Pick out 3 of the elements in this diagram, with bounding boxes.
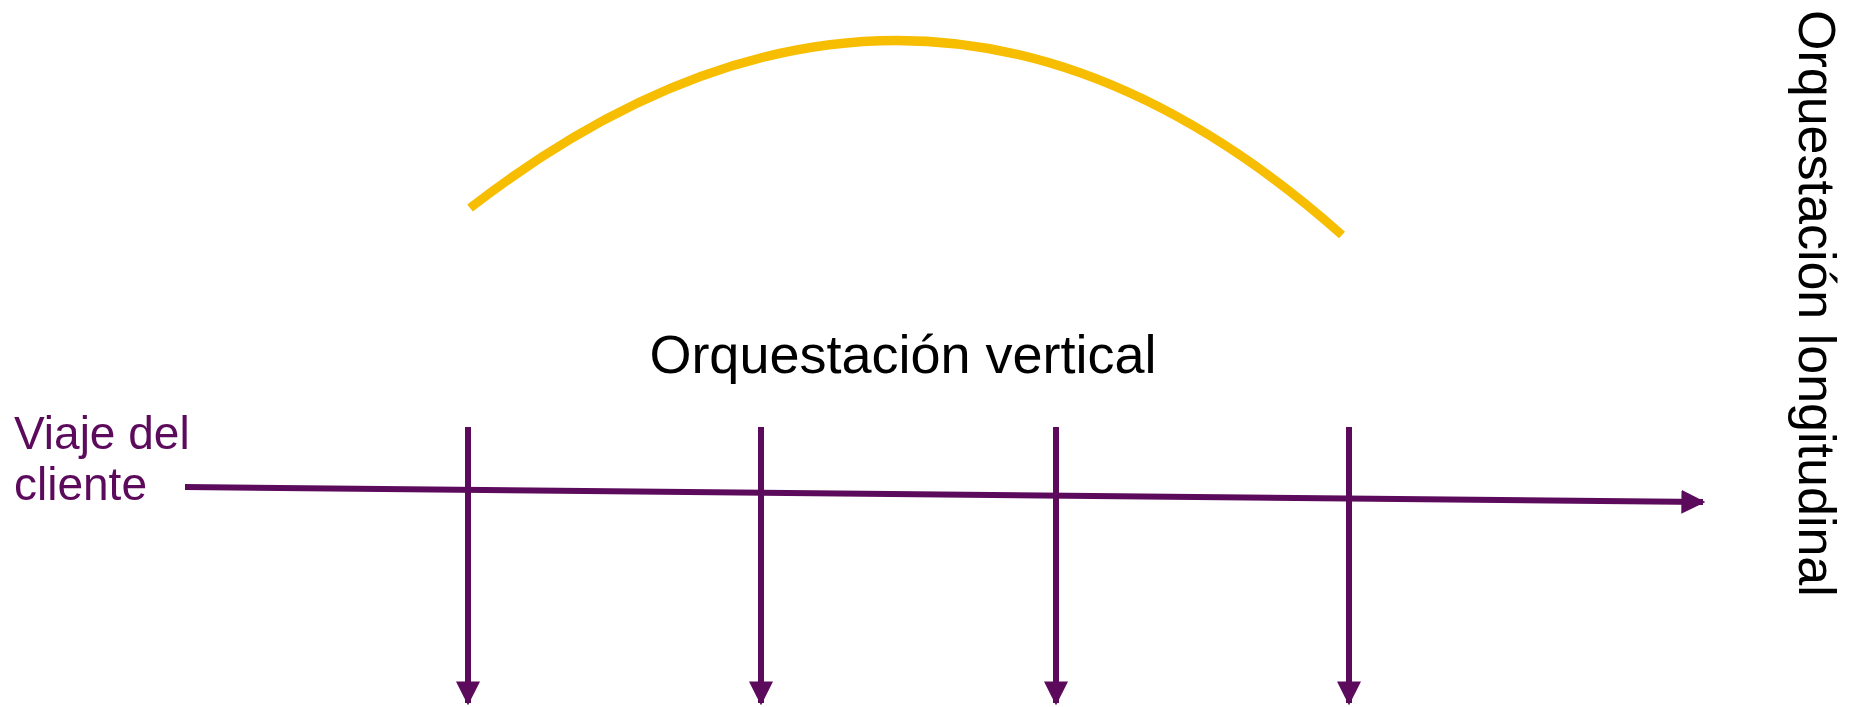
axis-label: Orquestación longitudinal [1787, 10, 1845, 597]
heading-label: Orquestación vertical [649, 325, 1157, 385]
axis-label: Viaje del cliente [14, 408, 191, 510]
